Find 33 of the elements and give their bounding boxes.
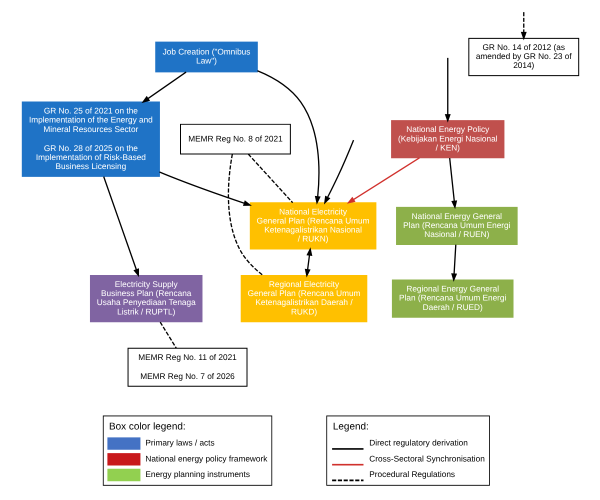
- connector: [159, 322, 176, 349]
- legend-label: Primary laws / acts: [144, 438, 214, 448]
- node-box: Regional Electricity General Plan (Rencana Umum Ketenagalistrikan Daerah / RUKD): [240, 275, 367, 322]
- node-box: GR No. 14 of 2012 (as amended by GR No. 23 of 2014): [468, 38, 579, 76]
- arrow: [520, 12, 526, 40]
- arrow: [256, 70, 320, 205]
- node-box: National Energy General Plan (Rencana Umum Energi Nasional / RUEN): [396, 206, 518, 245]
- node-box: GR No. 25 of 2021 on the Implementation of the Energy and Mineral Resources Sector GR No. 28 of 2025 on the Implementation of Risk-Based Business Licensing: [21, 102, 160, 177]
- arrow: [346, 157, 420, 204]
- arrow: [304, 247, 312, 278]
- arrow: [102, 176, 138, 278]
- arrow: [450, 244, 457, 282]
- node-box: Electricity Supply Business Plan (Rencana Usaha Penyediaan Tenaga Listrik / RUPTL): [89, 275, 202, 322]
- label: Legend:: [332, 422, 368, 433]
- node-box: MEMR Reg No. 8 of 2021: [180, 124, 290, 155]
- node-box: Regional Energy General Plan (Rencana Umum Energi Daerah / RUED): [391, 280, 514, 318]
- legend-label: National energy policy framework: [144, 454, 267, 464]
- legend-label: Direct regulatory derivation: [368, 438, 468, 448]
- legend-label: Energy planning instruments: [144, 470, 250, 480]
- node-box: Job Creation ("Omnibus Law"): [154, 42, 258, 72]
- node-box: National Electricity General Plan (Rencana Umum Ketenagalistrikan Nasional / RUKN): [249, 202, 376, 250]
- arrow: [158, 171, 252, 206]
- arrow: [444, 58, 450, 123]
- connector: [247, 154, 293, 204]
- arrow: [448, 158, 457, 210]
- legend-label: Cross-Sectoral Synchronisation: [368, 454, 484, 464]
- connector: [227, 154, 263, 276]
- arrow: [140, 71, 186, 104]
- node-box: MEMR Reg No. 11 of 2021 MEMR Reg No. 7 of 2026: [127, 348, 247, 387]
- arrow: [323, 140, 354, 204]
- legend-label: Procedural Regulations: [368, 470, 455, 480]
- node-box: National Energy Policy (Kebijakan Energi Nasional / KEN): [390, 120, 504, 158]
- label: Box color legend:: [108, 422, 186, 433]
